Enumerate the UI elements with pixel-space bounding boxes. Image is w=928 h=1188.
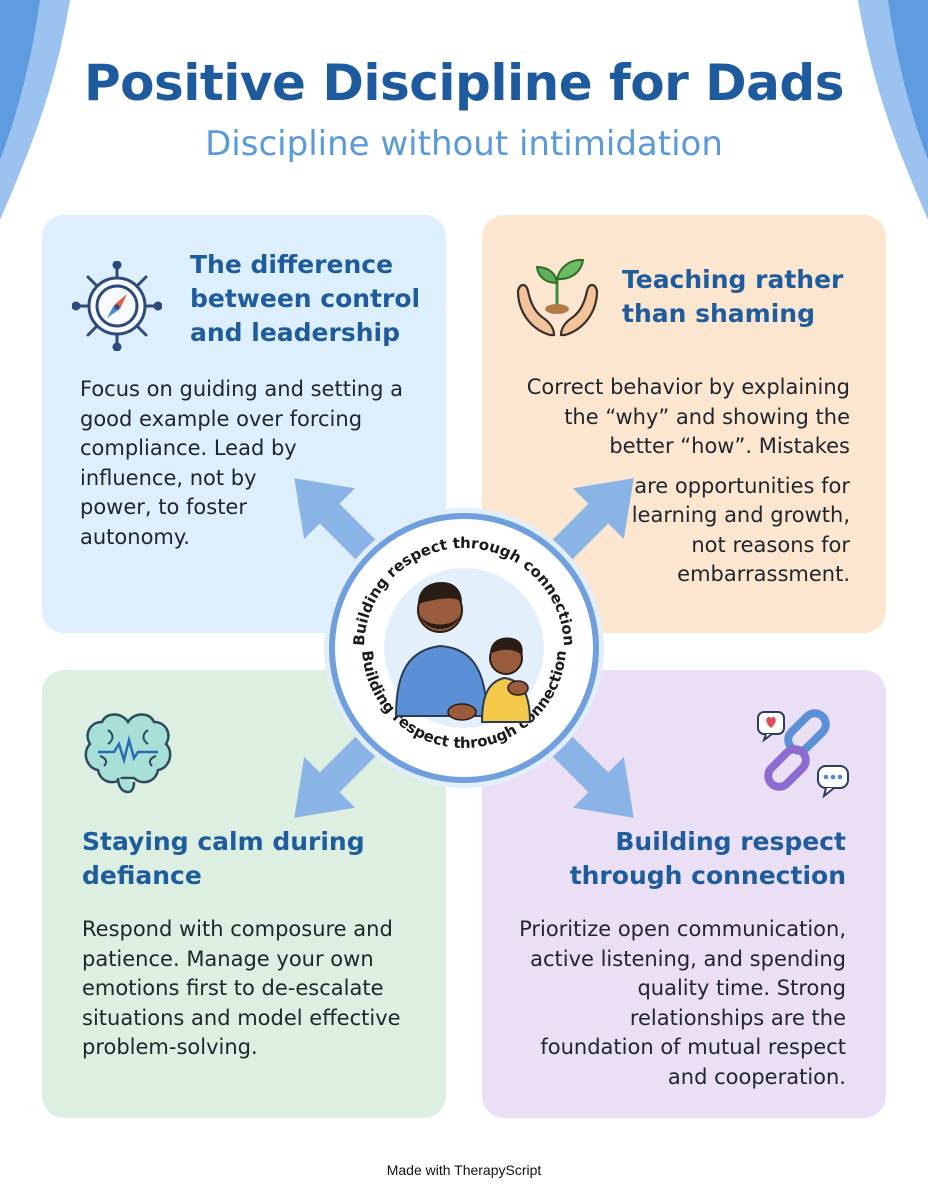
card-body: Focus on guiding and setting a good exam… <box>80 377 403 549</box>
card-title: Building respect through connection <box>569 827 846 890</box>
card-control-vs-leadership: The difference between control and leade… <box>42 215 446 633</box>
father-and-son-handshake-illustration <box>394 582 532 723</box>
card-body: Correct behavior by explaining the “why”… <box>526 375 850 586</box>
page-title: Positive Discipline for Dads <box>84 54 844 112</box>
brain-heartbeat-icon <box>84 713 172 794</box>
chain-link-chat-icon <box>757 709 849 799</box>
card-title: The difference between control and leade… <box>190 250 421 347</box>
card-title: Staying calm during defiance <box>82 827 365 890</box>
page-subtitle: Discipline without intimidation <box>205 124 723 164</box>
ship-wheel-compass-icon <box>72 261 162 351</box>
footer-credit: Made with TherapyScript <box>386 1162 542 1178</box>
hands-holding-sprout-icon <box>516 258 599 337</box>
card-body: Respond with composure and patience. Man… <box>82 917 401 1059</box>
card-body: Prioritize open communication, active li… <box>519 917 846 1089</box>
card-staying-calm: Staying calm during defiance Respond wit… <box>42 670 446 1118</box>
card-title: Teaching rather than shaming <box>622 265 844 328</box>
